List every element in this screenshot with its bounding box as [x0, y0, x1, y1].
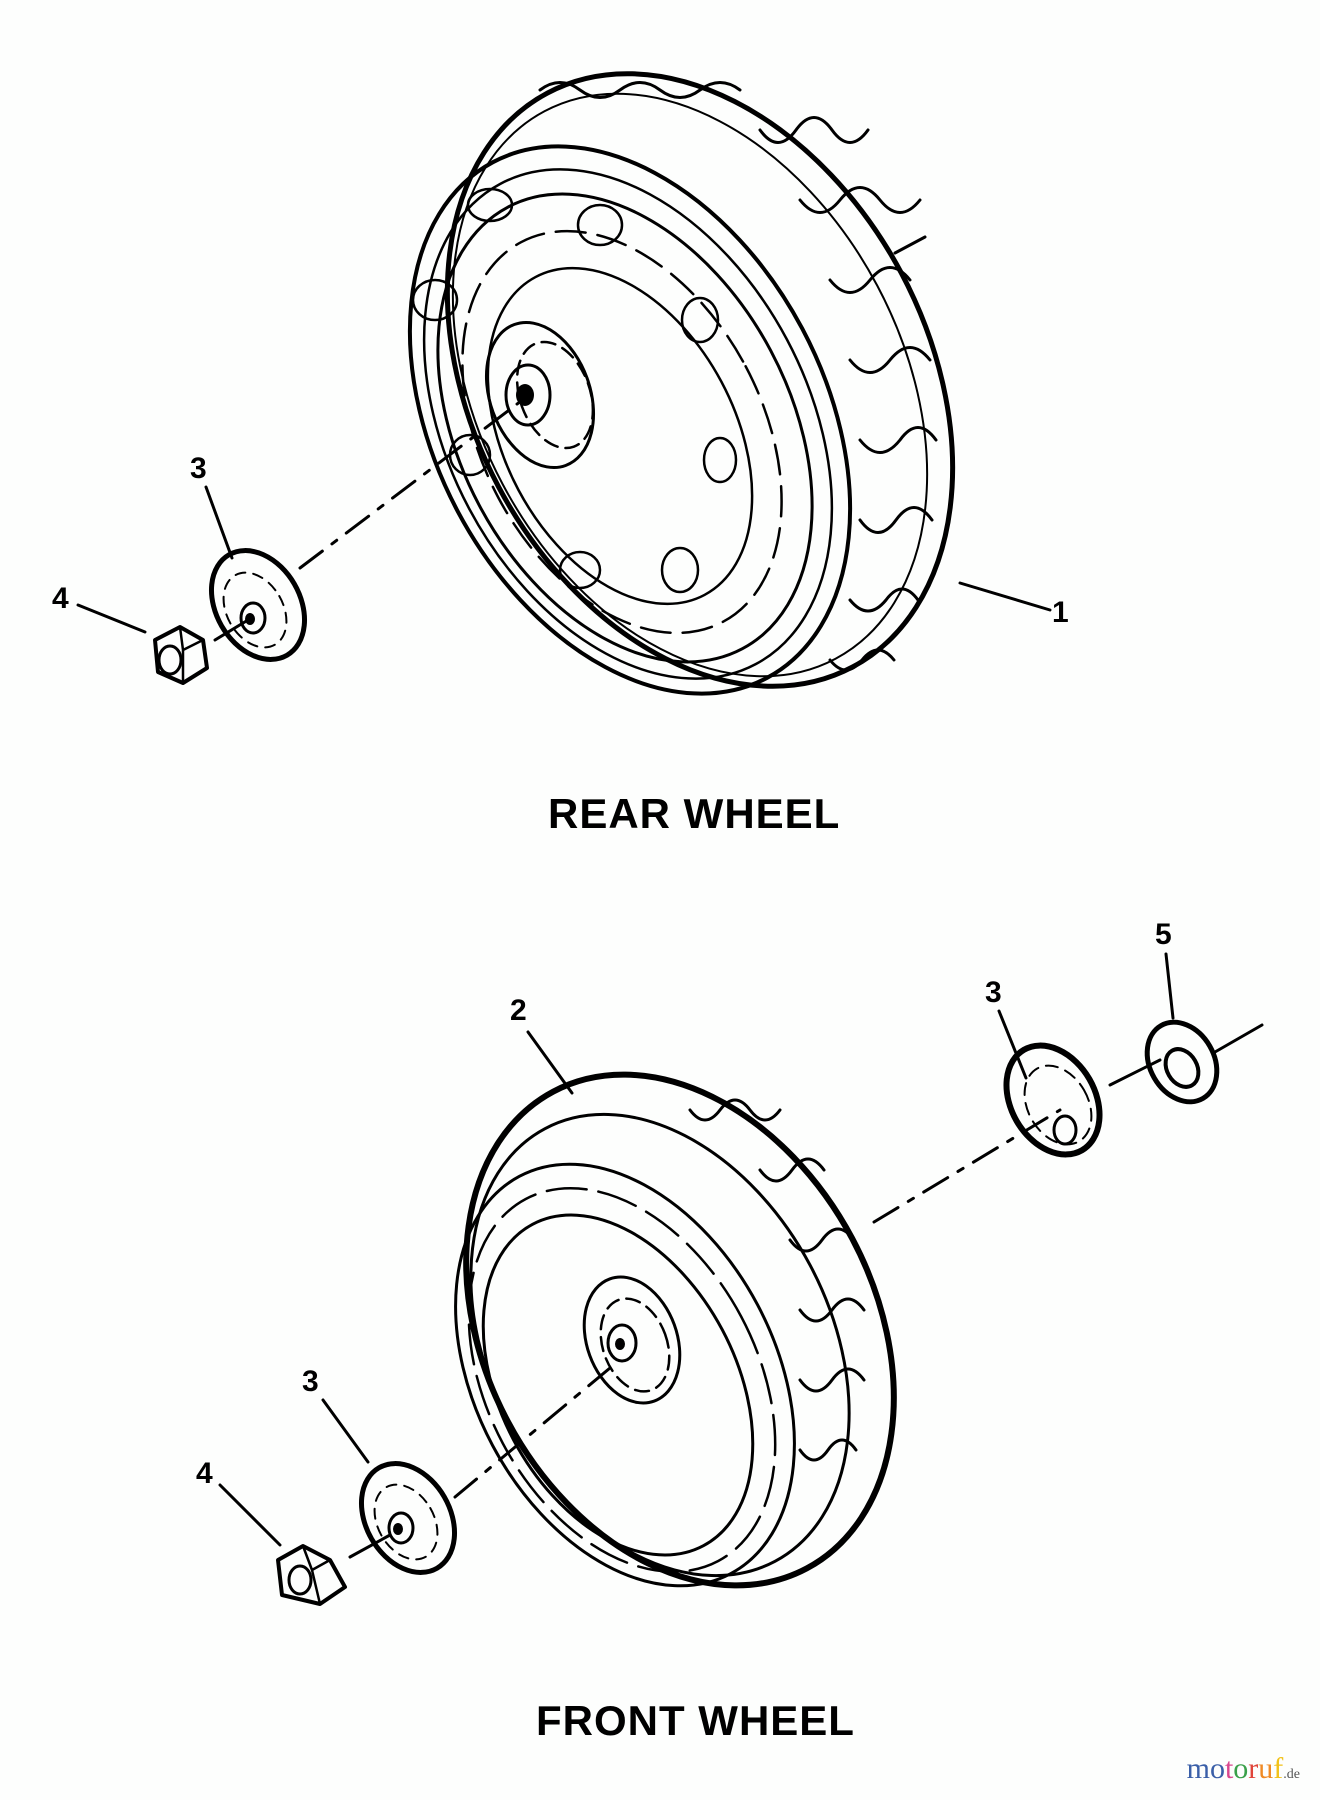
rear-wheel-title: REAR WHEEL [548, 790, 840, 837]
rear-washer [208, 548, 308, 662]
watermark-letter: o [1233, 1752, 1249, 1785]
callout-3-rear: 3 [190, 452, 207, 485]
watermark-letter: f [1273, 1752, 1284, 1785]
front-washer-outer [1003, 1042, 1103, 1158]
front-washer-inner [358, 1461, 458, 1575]
callout-5: 5 [1155, 918, 1172, 951]
rear-axis-line [298, 396, 527, 570]
rear-wheel-tire [444, 71, 956, 689]
callout-1: 1 [1052, 596, 1069, 629]
leader-line-4-rear [76, 603, 147, 634]
front-hex-nut [276, 1544, 347, 1606]
front-spacer-washer [1144, 1019, 1220, 1105]
front-axis-line-right [1213, 1023, 1264, 1054]
leader-line-2 [526, 1030, 574, 1095]
rear-wheel-hub [484, 320, 596, 470]
leader-line-4-front [218, 1483, 282, 1547]
callout-3-front-outer: 3 [985, 976, 1002, 1009]
rear-wheel-rim [407, 144, 853, 696]
front-wheel-title: FRONT WHEEL [536, 1697, 855, 1744]
watermark-letter: u [1258, 1752, 1274, 1785]
watermark-letter: t [1224, 1752, 1234, 1785]
watermark-letter: m [1186, 1752, 1210, 1785]
front-axis-line-between-washers [1108, 1058, 1162, 1087]
callout-2: 2 [510, 994, 527, 1027]
front-axis-line-mid [872, 1108, 1062, 1224]
leader-line-1 [958, 581, 1052, 612]
watermark-letter: r [1248, 1752, 1259, 1785]
leader-line-3-front-inner [321, 1398, 370, 1464]
front-axis-line-left [453, 1366, 612, 1499]
front-wheel-tire [463, 1071, 897, 1589]
rear-wheel-assembly: 1 3 4 REAR WHEEL [52, 71, 1069, 837]
watermark-suffix: .de [1283, 1767, 1300, 1782]
rear-axis-line-right [893, 235, 927, 255]
leader-line-5 [1164, 952, 1175, 1020]
leader-line-3-rear [204, 485, 234, 560]
front-wheel-assembly: 2 3 5 3 4 FRONT WHEEL [196, 918, 1264, 1744]
callout-4-front: 4 [196, 1457, 213, 1490]
callout-4-rear: 4 [52, 582, 69, 615]
callout-3-front-inner: 3 [302, 1365, 319, 1398]
watermark-logo: motoruf.de [1187, 1752, 1300, 1786]
leader-line-3-front-outer [997, 1009, 1028, 1080]
rear-hex-nut [153, 625, 209, 685]
front-wheel-hub [582, 1275, 682, 1405]
watermark-letter: o [1209, 1752, 1225, 1785]
front-wheel-rim [454, 1162, 796, 1588]
